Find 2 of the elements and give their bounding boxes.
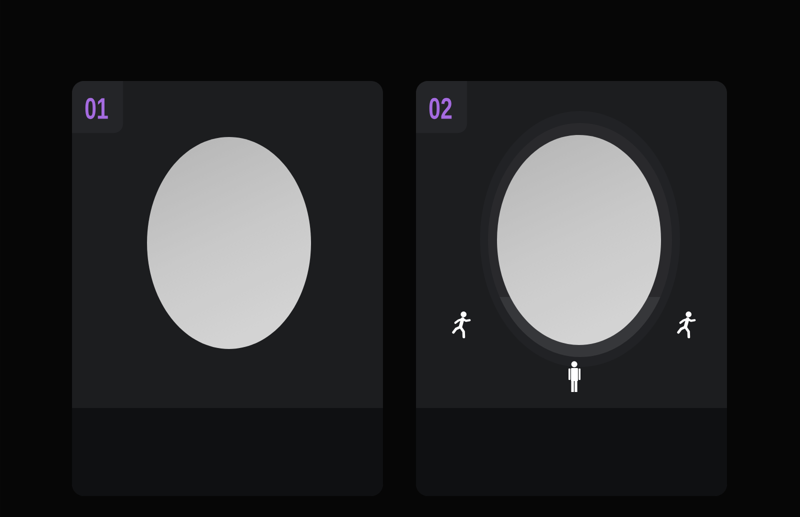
number-badge: 01: [72, 81, 123, 133]
number-badge: 02: [416, 81, 467, 133]
